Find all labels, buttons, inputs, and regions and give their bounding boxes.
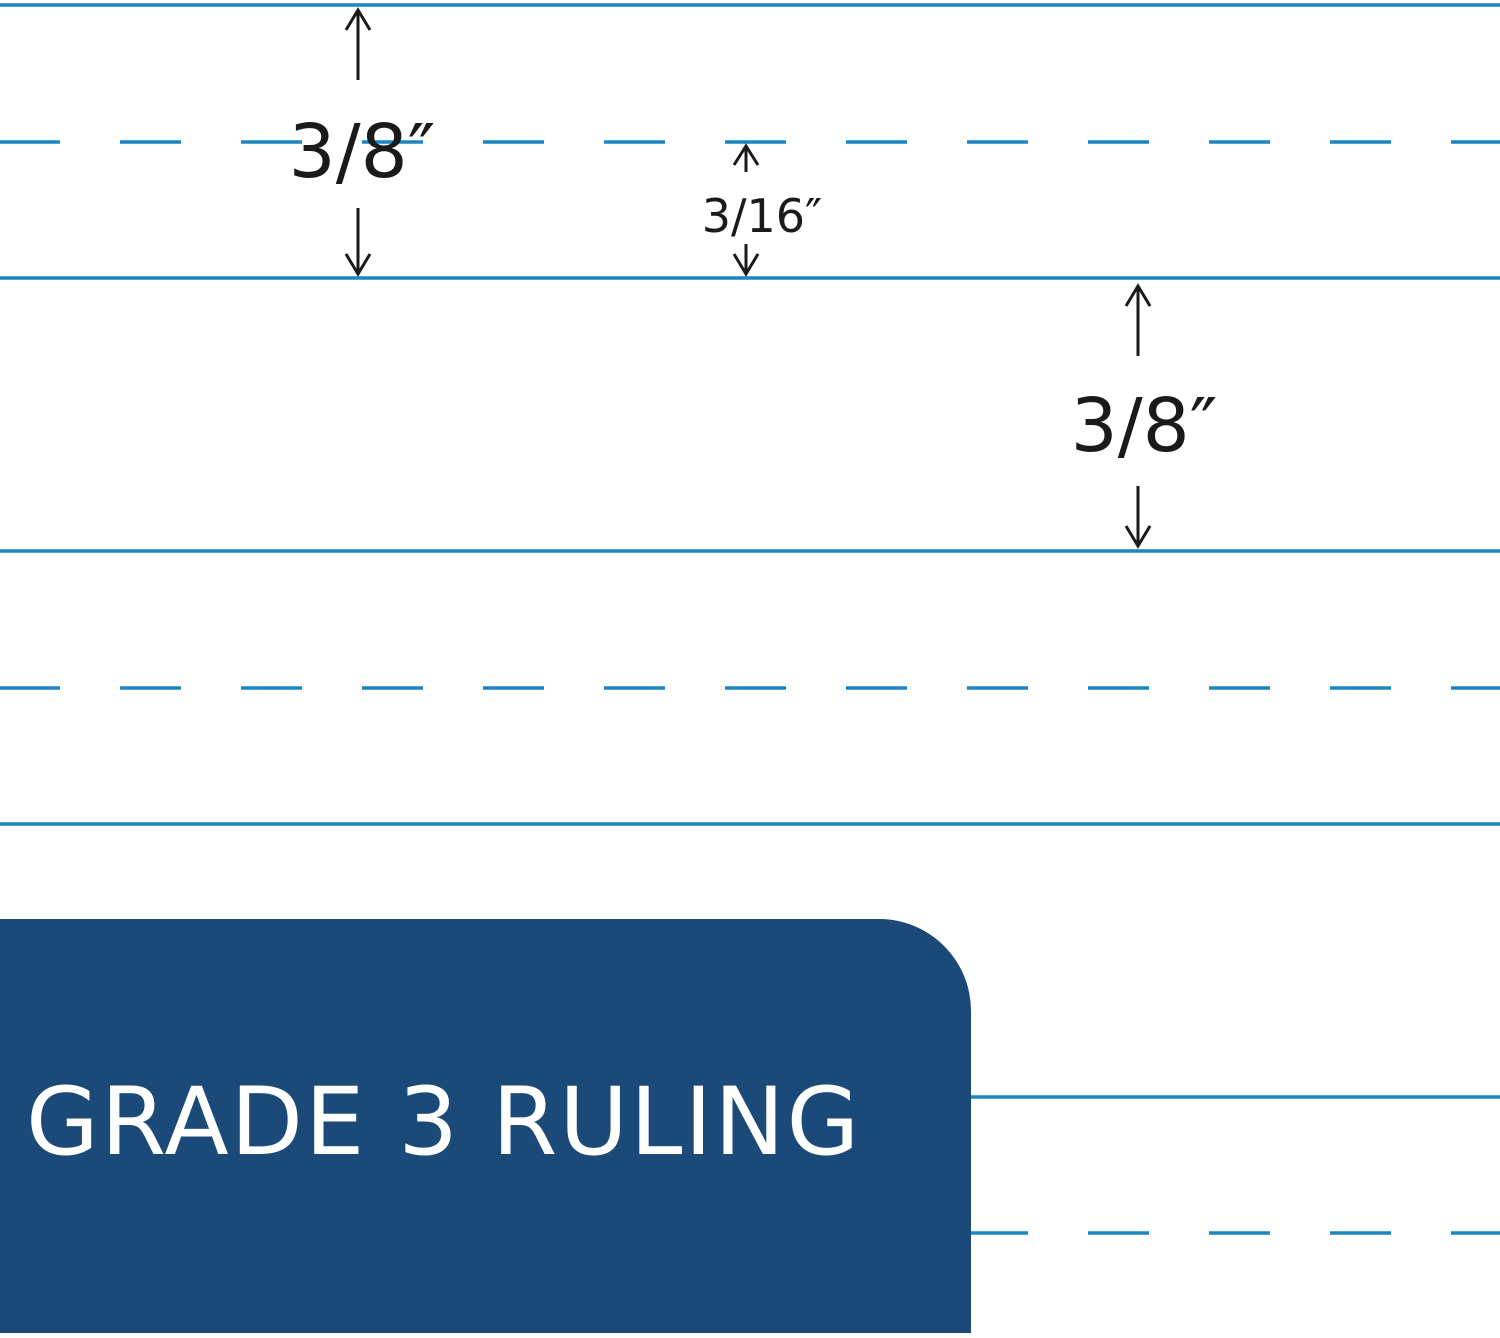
dimension-label-right: 3/8″	[1071, 383, 1218, 469]
dimension-top-spacing: 3/8″	[289, 7, 436, 277]
dimension-midline-spacing: 3/16″	[702, 143, 822, 277]
dimension-right-spacing: 3/8″	[1071, 283, 1218, 549]
arrowhead-down	[732, 253, 760, 277]
arrowhead-down	[1124, 525, 1152, 549]
arrowhead-up	[1124, 283, 1152, 307]
arrowhead-down	[344, 253, 372, 277]
grade-ruling-banner	[0, 919, 971, 1333]
dimension-label-midline: 3/16″	[702, 189, 822, 243]
arrowhead-up	[344, 7, 372, 31]
banner-title: GRADE 3 RULING	[26, 1068, 862, 1177]
arrowhead-up	[732, 143, 760, 166]
dimension-label-top: 3/8″	[289, 109, 436, 195]
